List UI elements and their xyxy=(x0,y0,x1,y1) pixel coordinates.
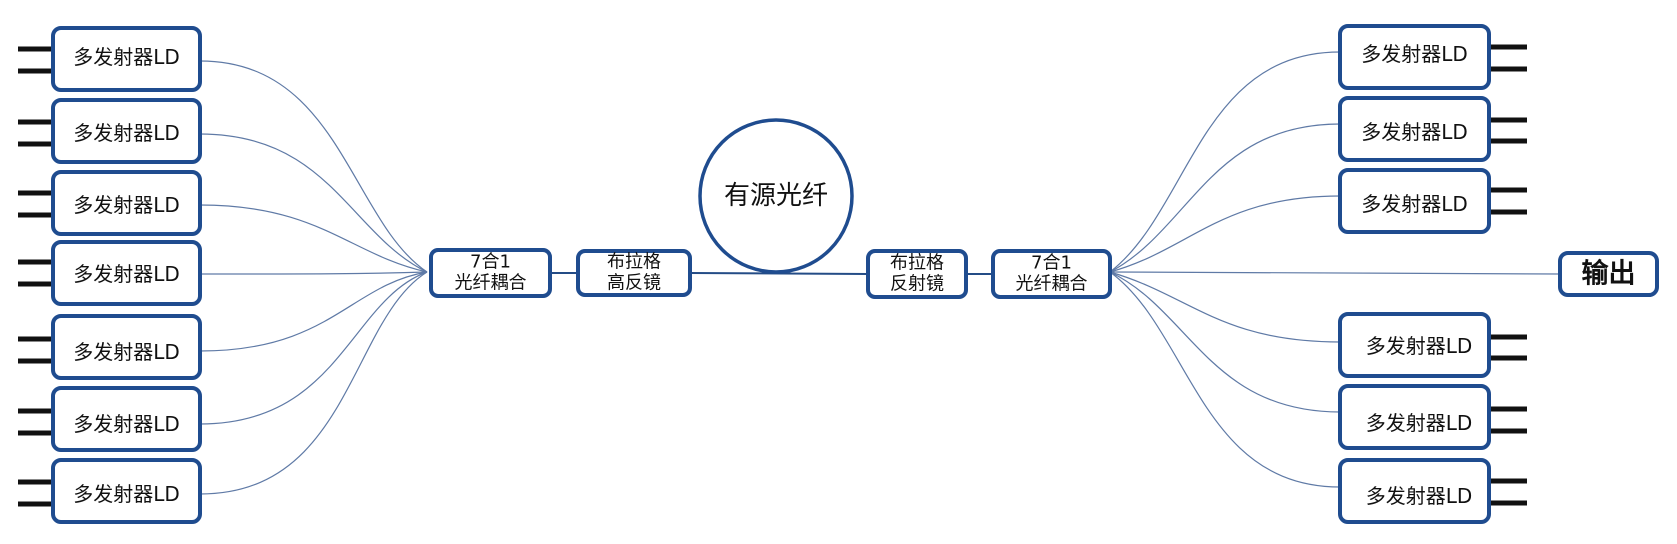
fiber-line xyxy=(199,204,428,273)
grating-label-line2: 高反镜 xyxy=(607,273,661,294)
ld-label: 多发射器LD xyxy=(73,262,180,286)
fiber-line xyxy=(199,271,428,352)
right-fiber-bundle xyxy=(1109,51,1561,488)
ld-box xyxy=(51,386,202,452)
coupler-box xyxy=(429,248,552,298)
ld-label: 多发射器LD xyxy=(1361,192,1468,216)
active-fiber: 有源光纤 xyxy=(698,118,854,274)
ld-emitter-left-6: 多发射器LD xyxy=(18,386,202,452)
grating-label-line2: 反射镜 xyxy=(890,274,944,295)
fiber-line xyxy=(199,271,428,495)
ld-emitter-left-2: 多发射器LD xyxy=(18,98,202,164)
ld-emitter-right-4: 多发射器LD xyxy=(1338,312,1527,378)
ld-emitter-left-4: 多发射器LD xyxy=(18,240,202,306)
grating-box xyxy=(866,249,968,299)
ld-label: 多发射器LD xyxy=(73,482,180,506)
grating-label-line1: 布拉格 xyxy=(890,253,944,274)
ld-box xyxy=(1338,384,1491,450)
ld-box xyxy=(51,170,202,236)
active-fiber-circle xyxy=(698,118,854,274)
fiber-line xyxy=(199,60,428,273)
ld-label: 多发射器LD xyxy=(1366,334,1473,358)
coupler-label-line1: 7合1 xyxy=(470,252,511,273)
coupler-box xyxy=(991,249,1112,299)
left-emitter-group: 多发射器LD 多发射器LD 多发射器LD 多发射器LD 多发射器LD xyxy=(18,26,202,524)
fiber-line xyxy=(1109,195,1341,273)
ld-label: 多发射器LD xyxy=(1361,120,1468,144)
ld-label: 多发射器LD xyxy=(1366,411,1473,435)
ld-emitter-left-3: 多发射器LD xyxy=(18,170,202,236)
coupler-label-line2: 光纤耦合 xyxy=(1016,274,1088,295)
right-emitter-group: 多发射器LD 多发射器LD 多发射器LD 多发射器LD 多发射器LD xyxy=(1338,24,1527,524)
ld-emitter-left-7: 多发射器LD xyxy=(18,458,202,524)
coupler-label-line2: 光纤耦合 xyxy=(455,273,527,294)
output-label: 输出 xyxy=(1582,258,1636,290)
left-coupler: 7合1 光纤耦合 xyxy=(429,248,552,298)
ld-emitter-right-3: 多发射器LD xyxy=(1338,168,1527,234)
ld-label: 多发射器LD xyxy=(73,412,180,436)
ld-label: 多发射器LD xyxy=(1366,484,1473,508)
ld-emitter-right-1: 多发射器LD xyxy=(1338,24,1527,90)
ld-emitter-left-5: 多发射器LD xyxy=(18,314,202,380)
ld-box xyxy=(51,240,202,306)
left-bragg-grating: 布拉格 高反镜 xyxy=(576,249,692,297)
grating-label-line1: 布拉格 xyxy=(607,252,661,273)
ld-label: 多发射器LD xyxy=(73,121,180,145)
fiber-line xyxy=(199,133,428,273)
fiber-line xyxy=(1109,271,1341,413)
output-box xyxy=(1558,251,1659,297)
ld-label: 多发射器LD xyxy=(1361,42,1468,66)
ld-box xyxy=(1338,458,1491,524)
ld-emitter-left-1: 多发射器LD xyxy=(18,26,202,92)
right-coupler: 7合1 光纤耦合 xyxy=(991,249,1112,299)
left-fiber-bundle xyxy=(199,60,428,495)
ld-emitter-right-2: 多发射器LD xyxy=(1338,96,1527,162)
grating-box xyxy=(576,249,692,297)
ld-emitter-right-5: 多发射器LD xyxy=(1338,384,1527,450)
fiber-line xyxy=(199,271,428,425)
coupler-label-line1: 7合1 xyxy=(1031,253,1072,274)
ld-box xyxy=(51,98,202,164)
output-port: 输出 xyxy=(1558,251,1659,297)
ld-box xyxy=(51,314,202,380)
ld-emitter-right-6: 多发射器LD xyxy=(1338,458,1527,524)
ld-box xyxy=(1338,96,1491,162)
ld-label: 多发射器LD xyxy=(73,45,180,69)
ld-box xyxy=(1338,24,1491,90)
right-bragg-grating: 布拉格 反射镜 xyxy=(866,249,968,299)
fiber-line xyxy=(1109,271,1341,343)
ld-box xyxy=(1338,168,1491,234)
ld-box xyxy=(51,26,202,92)
ld-label: 多发射器LD xyxy=(73,193,180,217)
ld-box xyxy=(1338,312,1491,378)
fiber-line xyxy=(199,271,428,275)
fiber-line xyxy=(1109,51,1341,273)
active-fiber-label: 有源光纤 xyxy=(724,181,828,211)
ld-box xyxy=(51,458,202,524)
fiber-line xyxy=(1109,123,1341,273)
fiber-line xyxy=(1109,271,1561,275)
fiber-line xyxy=(1109,271,1341,488)
ld-label: 多发射器LD xyxy=(73,340,180,364)
